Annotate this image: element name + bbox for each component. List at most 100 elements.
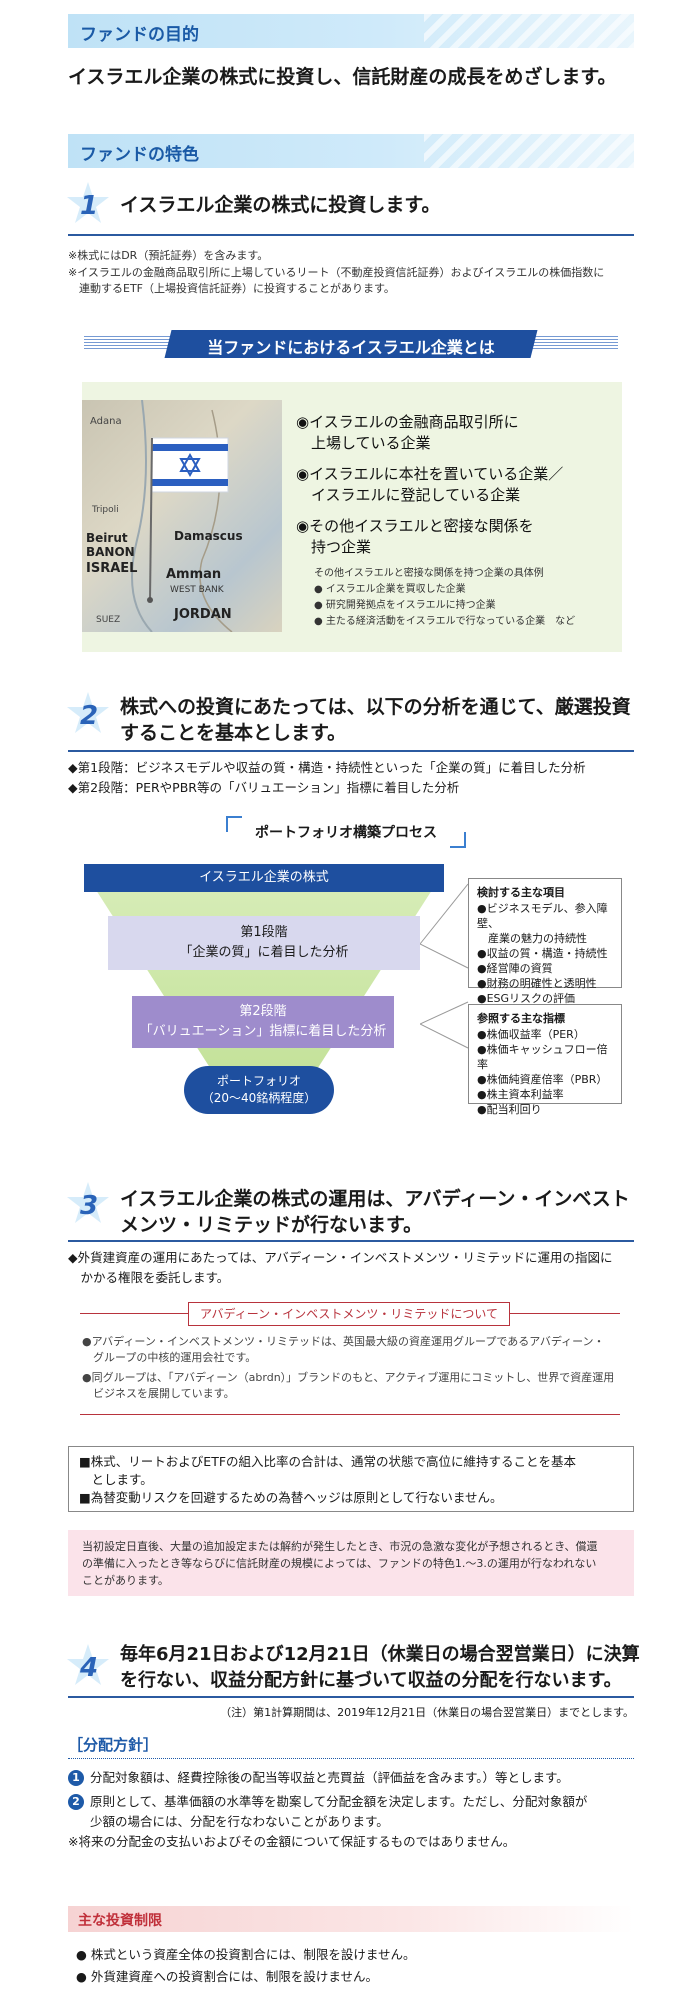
feature-2-heading-line2: することを基本とします。 bbox=[120, 722, 347, 744]
restrictions-title: 主な投資制限 bbox=[78, 1913, 162, 1929]
restrictions-bar: 主な投資制限 bbox=[68, 1906, 634, 1932]
map-label-beirut: Beirut bbox=[86, 531, 128, 545]
company-item-2-line2: イスラエルに登記している企業 bbox=[296, 486, 521, 504]
portfolio-ellipse: ポートフォリオ （20～40銘柄程度） bbox=[184, 1066, 334, 1114]
bar-pattern bbox=[424, 14, 634, 48]
restriction-item-2: ● 外貨建資産への投資割合には、制限を設けません。 bbox=[76, 1969, 379, 1984]
review-items-box: 検討する主な項目 ●ビジネスモデル、参入障壁、 産業の魅力の持続性 ●収益の質・… bbox=[468, 878, 622, 1005]
about-item-2-line1: ●同グループは、「アバディーン（abrdn）」ブランドのもと、アクティブ運用にコ… bbox=[82, 1371, 615, 1384]
map-label-amman: Amman bbox=[166, 567, 221, 582]
feature-3-star-icon: 3 bbox=[67, 1182, 109, 1223]
stage-1-desc: ◆第1段階：ビジネスモデルや収益の質・構造・持続性といった「企業の質」に着目した… bbox=[68, 760, 586, 775]
divider bbox=[68, 750, 634, 752]
feature-1-heading: イスラエル企業の株式に投資します。 bbox=[120, 194, 441, 216]
delegation-text: ◆外貨建資産の運用にあたっては、アバディーン・インベストメンツ・リミテッドに運用… bbox=[68, 1248, 613, 1288]
distribution-policy-1: 分配対象額は、経費控除後の配当等収益と売買益（評価益を含みます。）等とします。 bbox=[90, 1770, 569, 1785]
examples-title: その他イスラエルと密接な関係を持つ企業の具体例 bbox=[314, 568, 544, 579]
distribution-disclaimer: ※将来の分配金の支払いおよびその金額について保証するものではありません。 bbox=[68, 1834, 516, 1849]
review-item: 産業の魅力の持続性 bbox=[477, 932, 587, 945]
feature-1-number: 1 bbox=[80, 191, 98, 221]
review-item: ●経営陣の資質 bbox=[477, 962, 553, 975]
stage-1-text: 「企業の質」に着目した分析 bbox=[179, 945, 349, 960]
map-label-suez: SUEZ bbox=[96, 615, 120, 625]
feature-3-heading-line2: メンツ・リミテッドが行ないます。 bbox=[120, 1214, 423, 1236]
feature-1-note-1: ※株式にはDR（預託証券）を含みます。 bbox=[68, 249, 269, 262]
map-label-west-bank: WEST BANK bbox=[170, 585, 225, 595]
policy-box: ■株式、リートおよびETFの組入比率の合計は、通常の状態で高位に維持することを基… bbox=[68, 1446, 634, 1512]
about-rule-bottom bbox=[80, 1414, 620, 1415]
feature-1-star-icon: 1 bbox=[67, 182, 109, 223]
feature-1-note-2: ※イスラエルの金融商品取引所に上場しているリート（不動産投資信託証券）およびイス… bbox=[68, 266, 605, 279]
distribution-policy-2-line1: 原則として、基準価額の水準等を勘案して分配金額を決定します。ただし、分配対象額が bbox=[90, 1794, 588, 1809]
features-bar: ファンドの特色 bbox=[68, 134, 634, 168]
caution-line1: 当初設定日直後、大量の追加設定または解約が発生したとき、市況の急激な変化が予想さ… bbox=[82, 1540, 598, 1553]
map-label-adana: Adana bbox=[90, 416, 122, 427]
feature-2-heading: 株式への投資にあたっては、以下の分析を通じて、厳選投資 することを基本とします。 bbox=[120, 694, 631, 746]
about-item-1-line2: グループの中核的運用会社です。 bbox=[82, 1351, 257, 1364]
number-2-icon: 2 bbox=[68, 1794, 84, 1810]
indicator-item: ●株価純資産倍率（PBR） bbox=[477, 1073, 608, 1086]
about-title: アバディーン・インベストメンツ・リミテッドについて bbox=[188, 1302, 510, 1326]
review-item: ●収益の質・構造・持続性 bbox=[477, 947, 608, 960]
feature-2-number: 2 bbox=[80, 701, 98, 731]
number-1-icon: 1 bbox=[68, 1770, 84, 1786]
portfolio-label: ポートフォリオ bbox=[216, 1074, 301, 1088]
map-label-jordan: JORDAN bbox=[173, 607, 232, 622]
review-item: ●ESGリスクの評価 bbox=[477, 992, 576, 1005]
feature-4-note: （注）第1計算期間は、2019年12月21日（休業日の場合翌営業日）までとします… bbox=[220, 1706, 634, 1719]
distribution-policy-items: 1 分配対象額は、経費控除後の配当等収益と売買益（評価益を含みます。）等とします。… bbox=[68, 1768, 587, 1852]
stage-2-text: 「バリュエーション」指標に着目した分析 bbox=[139, 1024, 387, 1039]
stage-1-label: 第1段階 bbox=[240, 925, 288, 940]
about-item-2-line2: ビジネスを展開しています。 bbox=[82, 1387, 235, 1400]
restrictions-list: ● 株式という資産全体の投資割合には、制限を設けません。 ● 外貨建資産への投資… bbox=[76, 1944, 416, 1988]
purpose-title: ファンドの目的 bbox=[80, 25, 199, 45]
company-item-3-line1: ◉その他イスラエルと密接な関係を bbox=[296, 517, 534, 535]
delegation-line2: かかる権限を委託します。 bbox=[68, 1270, 230, 1285]
caution-line2: の準備に入ったとき等ならびに信託財産の規模によっては、ファンドの特色1.～3.の… bbox=[82, 1557, 597, 1570]
connector-lines bbox=[420, 883, 469, 1049]
company-item-2-line1: ◉イスラエルに本社を置いている企業／ bbox=[296, 465, 564, 483]
map-image: Adana Tripoli Beirut BANON ISRAEL Damasc… bbox=[82, 400, 282, 632]
restriction-item-1: ● 株式という資産全体の投資割合には、制限を設けません。 bbox=[76, 1947, 416, 1962]
indicator-item: ●株主資本利益率 bbox=[477, 1088, 564, 1101]
example-2: ● 研究開発拠点をイスラエルに持つ企業 bbox=[314, 600, 496, 611]
example-1: ● イスラエル企業を買収した企業 bbox=[314, 584, 466, 595]
map-label-tripoli: Tripoli bbox=[91, 505, 119, 515]
process-title-frame: ポートフォリオ構築プロセス bbox=[226, 816, 466, 848]
indicator-item: ●配当利回り bbox=[477, 1103, 542, 1116]
indicator-item: ●株価キャッシュフロー倍率 bbox=[477, 1043, 608, 1071]
company-examples: その他イスラエルと密接な関係を持つ企業の具体例 ● イスラエル企業を買収した企業… bbox=[314, 566, 575, 630]
stage-2-desc: ◆第2段階：PERやPBR等の「バリュエーション」指標に着目した分析 bbox=[68, 780, 460, 795]
distribution-policy-label: ［分配方針］ bbox=[68, 1736, 159, 1754]
dotted-rule bbox=[68, 1758, 634, 1759]
map-label-israel: ISRAEL bbox=[86, 561, 137, 576]
universe-box: イスラエル企業の株式 bbox=[84, 864, 444, 892]
stage-2-box: 第2段階 「バリュエーション」指標に着目した分析 bbox=[132, 996, 394, 1048]
company-item-3-line2: 持つ企業 bbox=[296, 538, 372, 556]
policy-1-line1: ■株式、リートおよびETFの組入比率の合計は、通常の状態で高位に維持することを基… bbox=[79, 1454, 577, 1469]
policy-1-line2: とします。 bbox=[79, 1472, 153, 1487]
feature-4-heading-line1: 毎年6月21日および12月21日（休業日の場合翌営業日）に決算 bbox=[120, 1644, 640, 1665]
features-title: ファンドの特色 bbox=[80, 145, 199, 165]
process-title: ポートフォリオ構築プロセス bbox=[255, 825, 437, 841]
example-3: ● 主たる経済活動をイスラエルで行なっている企業 など bbox=[314, 616, 576, 627]
map-label-damascus: Damascus bbox=[174, 529, 243, 543]
feature-4-heading: 毎年6月21日および12月21日（休業日の場合翌営業日）に決算 を行ない、収益分… bbox=[120, 1642, 640, 1694]
policy-2: ■為替変動リスクを回避するための為替ヘッジは原則として行ないません。 bbox=[79, 1490, 503, 1505]
banner-title: 当ファンドにおけるイスラエル企業とは bbox=[207, 338, 495, 357]
feature-3-heading-line1: イスラエル企業の株式の運用は、アバディーン・インベスト bbox=[120, 1188, 630, 1210]
stage-2-label: 第2段階 bbox=[239, 1004, 287, 1019]
feature-2-heading-line1: 株式への投資にあたっては、以下の分析を通じて、厳選投資 bbox=[120, 696, 631, 718]
feature-2-stages: ◆第1段階：ビジネスモデルや収益の質・構造・持続性といった「企業の質」に着目した… bbox=[68, 758, 586, 798]
feature-3-heading: イスラエル企業の株式の運用は、アバディーン・インベスト メンツ・リミテッドが行な… bbox=[120, 1186, 630, 1238]
distribution-policy-2-line2: 少額の場合には、分配を行なわないことがあります。 bbox=[90, 1814, 389, 1829]
portfolio-count: （20～40銘柄程度） bbox=[201, 1091, 317, 1105]
feature-1-note-3: 連動するETF（上場投資信託証券）に投資することがあります。 bbox=[68, 282, 395, 295]
feature-4-number: 4 bbox=[79, 1653, 98, 1683]
company-item-1-line1: ◉イスラエルの金融商品取引所に bbox=[296, 413, 519, 431]
review-items-title: 検討する主な項目 bbox=[477, 886, 565, 899]
company-item-1-line2: 上場している企業 bbox=[296, 434, 431, 452]
feature-3-number: 3 bbox=[80, 1191, 98, 1221]
map-label-banon: BANON bbox=[86, 545, 135, 559]
purpose-text: イスラエル企業の株式に投資し、信託財産の成長をめざします。 bbox=[68, 66, 617, 88]
